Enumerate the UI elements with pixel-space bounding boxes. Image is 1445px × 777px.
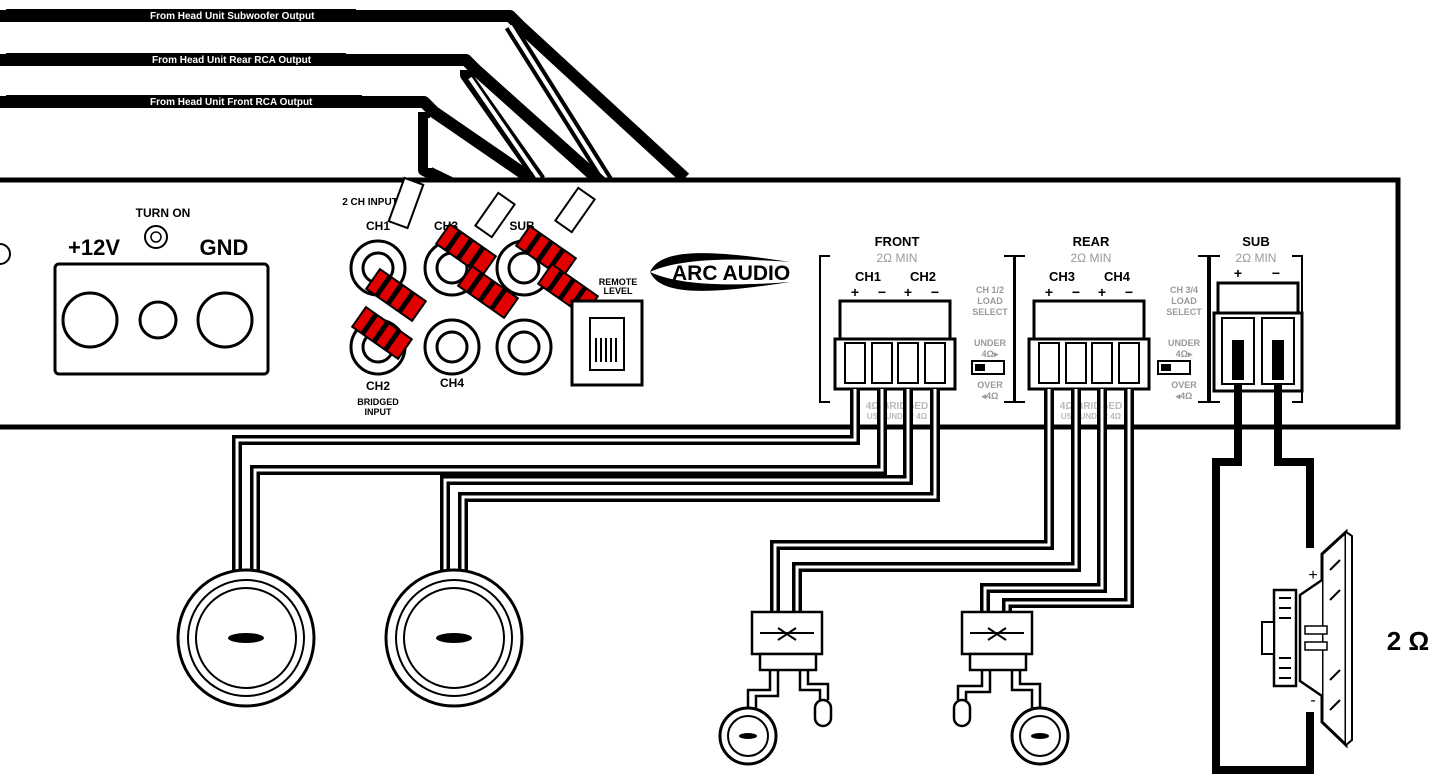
rear-output-section: REAR 2Ω MIN CH3 CH4 + − + − CH 3/4 LOAD … [1014,234,1209,421]
front-output-section: FRONT 2Ω MIN CH1 CH2 + − + − CH 1/2 LOAD… [819,234,1015,421]
front-use-under-label: USE UNDER 4Ω [867,412,928,421]
sub-title: SUB [1242,234,1269,249]
plus-12v-terminal[interactable] [61,291,119,349]
svg-text:+: + [904,284,912,300]
remote-label: REMOTE [599,277,638,287]
subwoofer: + - 2 Ω [1261,528,1430,749]
svg-text:−: − [1125,284,1133,300]
svg-text:CH 3/4: CH 3/4 [1170,285,1198,295]
svg-text:UNDER: UNDER [974,338,1007,348]
svg-text:−: − [931,284,939,300]
front-ch2-label: CH2 [910,269,936,284]
mount-hole-icon [0,243,11,265]
svg-text:UNDER: UNDER [1168,338,1201,348]
svg-text:+: + [851,284,859,300]
power-terminal-block: TURN ON +12V GND [53,206,270,376]
turn-on-label: TURN ON [136,206,191,220]
rear-use-under-label: USE UNDER 4Ω [1061,412,1122,421]
ch2-input-label: CH2 [366,379,390,393]
svg-text:−: − [1072,284,1080,300]
front-cable-label: From Head Unit Front RCA Output [150,97,313,108]
tweeter-left-icon [813,698,833,728]
rear-bridged-label: 4Ω BRIDGED [1060,401,1122,412]
rear-midrange-right [952,698,1070,766]
tweeter-right-icon [952,698,972,728]
rear-ch3-label: CH3 [1049,269,1075,284]
remote-terminal[interactable] [138,300,178,340]
front-speaker-right [384,568,524,708]
bridged-input-label: INPUT [365,407,393,417]
brand-logo-text: ARC AUDIO [672,262,790,285]
sub-minus-label: - [1310,692,1315,709]
sub-min-label: 2Ω MIN [1236,251,1277,265]
svg-text:◂4Ω: ◂4Ω [1175,391,1193,401]
svg-text:LOAD: LOAD [977,296,1003,306]
gnd-terminal[interactable] [196,291,254,349]
front-title: FRONT [875,234,920,249]
svg-text:SELECT: SELECT [1166,307,1202,317]
ch4-input-label: CH4 [440,376,464,390]
svg-text:−: − [878,284,886,300]
sub-plus-label: + [1308,567,1317,584]
rear-title: REAR [1073,234,1110,249]
front-bridged-label: 4Ω BRIDGED [866,401,928,412]
brand-logo: ARC AUDIO [650,253,790,291]
remote-level-port: REMOTE LEVEL [570,277,644,387]
two-ch-input-label: 2 CH INPUT [342,197,398,208]
rear-min-label: 2Ω MIN [1071,251,1112,265]
crossover-rear-right [956,610,1042,710]
front-ch1-label: CH1 [855,269,881,284]
svg-text:4Ω▸: 4Ω▸ [1176,349,1193,359]
rear-midrange-left [718,698,833,766]
sub-cable-label: From Head Unit Subwoofer Output [150,11,315,22]
svg-text:+: + [1098,284,1106,300]
svg-text:4Ω▸: 4Ω▸ [982,349,999,359]
level-label: LEVEL [603,286,633,296]
rear-ch4-label: CH4 [1104,269,1131,284]
ch1-input-label: CH1 [366,219,390,233]
bridged-label: BRIDGED [357,397,399,407]
rear-cable-label: From Head Unit Rear RCA Output [152,55,312,66]
gnd-label: GND [200,235,249,260]
svg-text:LOAD: LOAD [1171,296,1197,306]
svg-text:−: − [1272,265,1280,281]
plus-12v-label: +12V [68,235,120,260]
sub-output-section: SUB 2Ω MIN + − [1209,234,1304,403]
svg-text:◂4Ω: ◂4Ω [981,391,999,401]
front-speaker-left [176,568,316,708]
crossover-front-rear-left [746,610,830,710]
svg-text:OVER: OVER [1171,380,1197,390]
svg-text:CH 1/2: CH 1/2 [976,285,1004,295]
svg-text:OVER: OVER [977,380,1003,390]
rca-plugs [350,176,600,361]
impedance-label: 2 Ω [1387,626,1430,656]
svg-text:+: + [1234,265,1242,281]
svg-text:+: + [1045,284,1053,300]
svg-text:SELECT: SELECT [972,307,1008,317]
speaker-wires [232,384,1314,774]
front-min-label: 2Ω MIN [877,251,918,265]
